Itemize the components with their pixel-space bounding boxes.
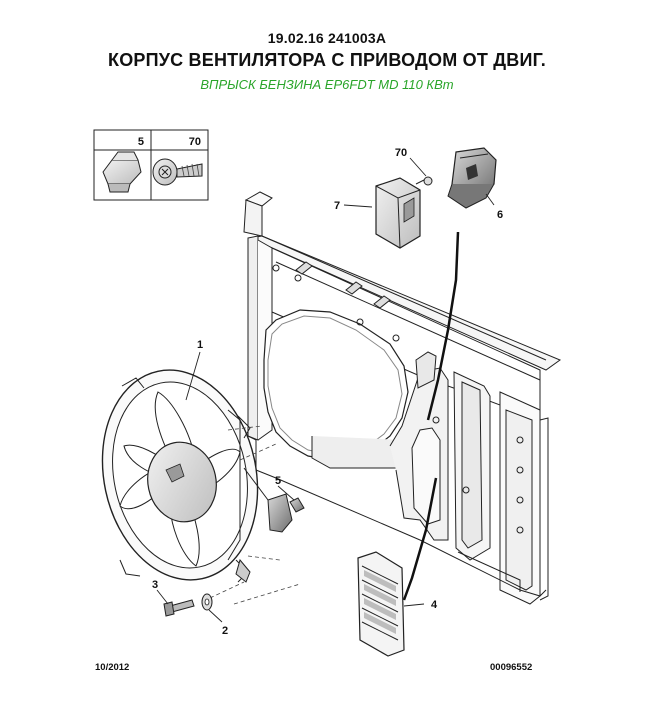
screw-part <box>415 176 433 186</box>
callout-2: 2 <box>222 625 228 637</box>
callout-4: 4 <box>431 599 438 611</box>
callout-70: 70 <box>395 147 407 159</box>
page-title: КОРПУС ВЕНТИЛЯТОРА С ПРИВОДОМ ОТ ДВИГ. <box>108 50 546 70</box>
control-module-part <box>375 177 421 249</box>
wiring <box>402 231 460 601</box>
callout-7: 7 <box>334 200 340 212</box>
page-subtitle: ВПРЫСК БЕНЗИНА EP6FDT MD 110 КВт <box>200 77 454 92</box>
callout-6: 6 <box>497 209 503 221</box>
clip-icon <box>102 151 142 193</box>
fan-assembly <box>101 369 293 583</box>
leader-lines <box>156 157 495 623</box>
footer-document-number: 00096552 <box>490 662 533 673</box>
radiator-frame <box>243 191 562 605</box>
screw-icon <box>152 158 203 186</box>
clip-part <box>289 497 305 513</box>
callout-5: 5 <box>275 475 281 487</box>
legend-label-70: 70 <box>189 136 201 148</box>
resistor-connector-part <box>447 147 497 209</box>
washer-part <box>201 593 213 611</box>
footer-date: 10/2012 <box>95 662 130 673</box>
callout-1: 1 <box>197 339 203 351</box>
legend-box: 5 70 <box>93 129 209 201</box>
louvre-part <box>357 551 405 657</box>
reference-code: 19.02.16 241003A <box>267 30 387 46</box>
legend-label-5: 5 <box>138 136 144 148</box>
bolt-part <box>163 599 195 617</box>
callout-3: 3 <box>152 579 158 591</box>
assembly-lines <box>209 425 301 605</box>
